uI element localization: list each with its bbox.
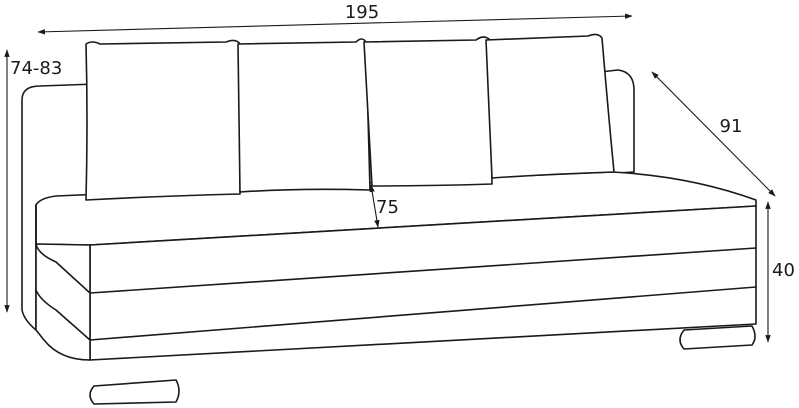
back-cushion-3 [363,36,493,187]
seat-seam-1 [89,247,757,294]
sofa-drawing [21,33,757,405]
seat-depth-dimension-line [369,184,380,228]
foot-right [679,325,756,350]
depth-dimension-line [651,71,776,197]
seat-depth-label: 75 [376,197,399,218]
back-cushion-1 [85,39,241,201]
seat-seam-2 [89,286,757,341]
width-dimension-line [37,13,633,35]
width-label: 195 [345,2,379,23]
back-cushion-4 [485,33,615,179]
foot-left [89,379,180,405]
seat-side-seam-2 [35,289,91,341]
height-label: 74-83 [10,58,62,79]
seat-height-label: 40 [772,260,795,281]
back-cushion-2 [237,38,371,193]
seat-side-seam-1 [35,243,91,294]
seat-side [35,204,91,361]
depth-label: 91 [720,116,743,137]
dimension-annotations: 195 74-83 91 40 75 [4,2,795,343]
